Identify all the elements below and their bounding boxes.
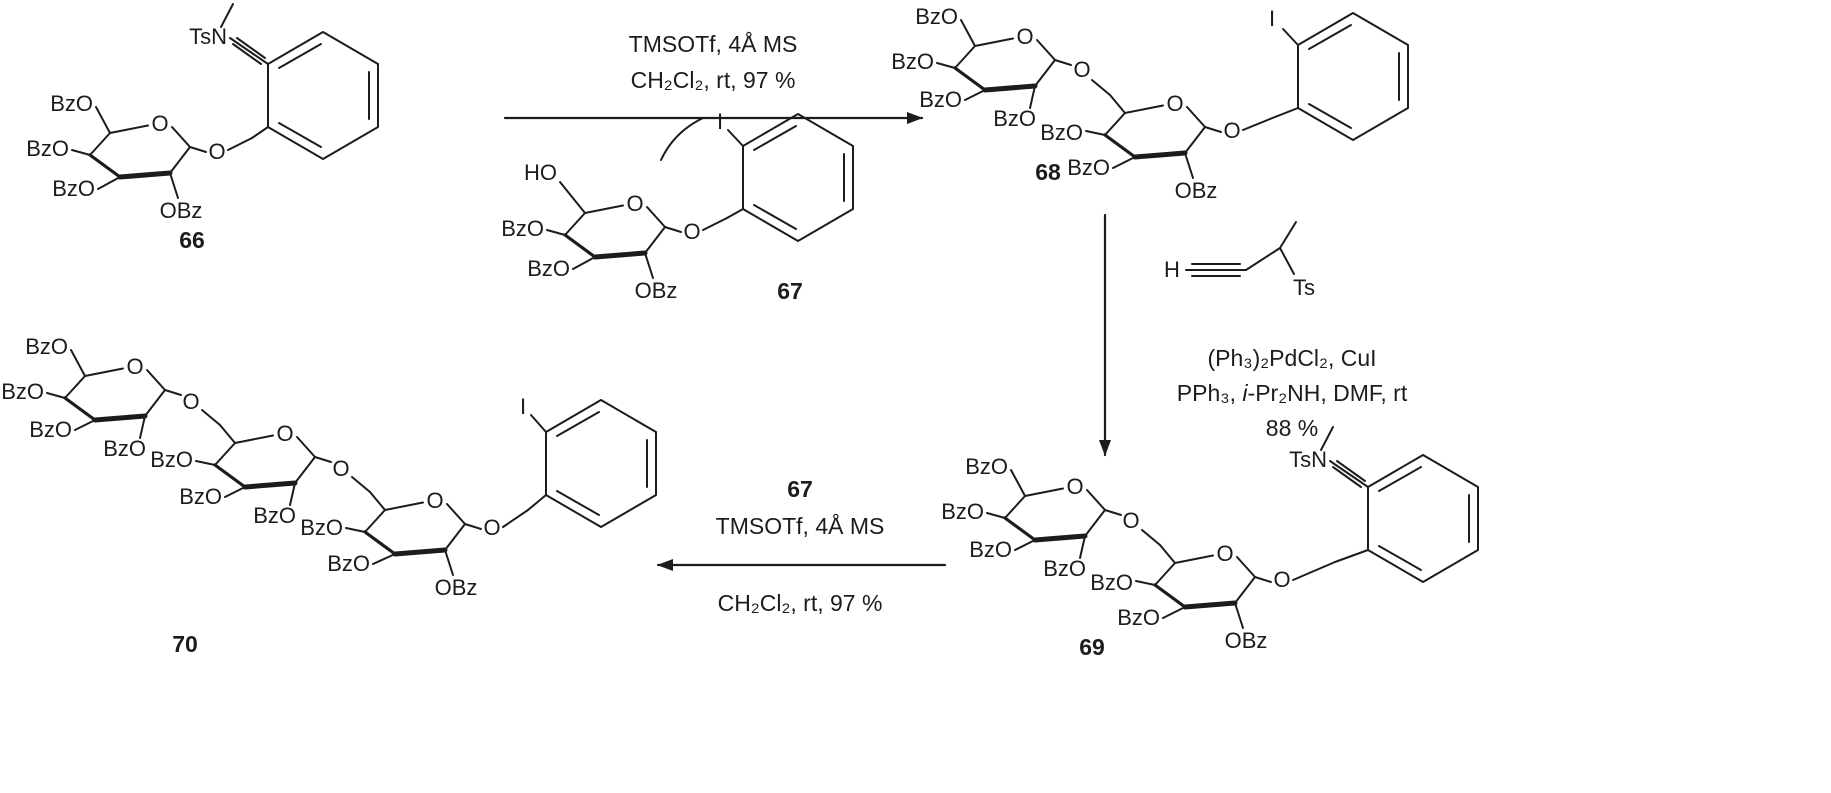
- compound-69-label: 69: [1079, 634, 1105, 660]
- bonds: [71, 3, 269, 199]
- bzo-label: BzO: [50, 91, 93, 116]
- reaction2-conditions-line2: PPh₃, i-Pr₂NH, DMF, rt: [1177, 380, 1408, 406]
- compound-68-label: 68: [1035, 159, 1061, 185]
- bzo-label: BzO: [965, 454, 1008, 479]
- bzo-label: BzO: [919, 87, 962, 112]
- alkyne-h-label: H: [1164, 257, 1180, 282]
- glycosidic-oxygen-label: O: [1073, 57, 1090, 82]
- obz-label: OBz: [635, 278, 678, 303]
- glycosidic-oxygen-label: O: [332, 456, 349, 481]
- bonds: [1185, 221, 1297, 277]
- anomeric-oxygen-label: O: [1223, 118, 1240, 143]
- bzo-label: BzO: [1, 379, 44, 404]
- reaction-2: H Ts (Ph₃)₂PdCl₂, CuI PPh₃, i-Pr₂NH, DMF…: [1099, 213, 1408, 457]
- bonds: [986, 426, 1369, 629]
- reaction3-conditions-line1: TMSOTf, 4Å MS: [716, 512, 885, 539]
- glycosidic-oxygen-label: O: [1122, 508, 1139, 533]
- obz-label: OBz: [435, 575, 478, 600]
- bzo-label: BzO: [941, 499, 984, 524]
- pyranose-ring: [1155, 541, 1255, 607]
- compound-70-label: 70: [172, 631, 198, 657]
- obz-label: OBz: [1175, 178, 1218, 203]
- compound-69: BzO BzO BzO BzO O BzO BzO OBz O TsN 69: [941, 426, 1479, 660]
- bonds: [936, 19, 1299, 179]
- reaction1-conditions-line2: CH₂Cl₂, rt, 97 %: [631, 67, 796, 93]
- iodo-label: I: [1269, 6, 1275, 31]
- compound-66: BzO BzO BzO OBz O TsN 66: [26, 3, 379, 253]
- pyranose-ring: [65, 354, 165, 420]
- pyranose-ring: [565, 191, 665, 257]
- bzo-label: BzO: [25, 334, 68, 359]
- pyranose-ring: [1005, 474, 1105, 540]
- bonds: [546, 129, 744, 279]
- anomeric-oxygen-label: O: [1273, 567, 1290, 592]
- glycosidic-oxygen-label: O: [182, 389, 199, 414]
- benzene-ring: [267, 31, 379, 160]
- cond-text: PPh₃,: [1177, 380, 1243, 406]
- compound-67: HO BzO BzO OBz O I 67: [501, 109, 854, 304]
- benzene-ring: [1297, 12, 1409, 141]
- tosyl-label: Ts: [1293, 275, 1315, 300]
- cond-text-italic: i: [1242, 380, 1248, 406]
- bzo-label: BzO: [993, 106, 1036, 131]
- obz-label: OBz: [160, 198, 203, 223]
- bzo-label: BzO: [891, 49, 934, 74]
- bzo-label: BzO: [52, 176, 95, 201]
- bzo-label: BzO: [179, 484, 222, 509]
- benzene-ring: [545, 399, 657, 528]
- bzo-label: BzO: [1090, 570, 1133, 595]
- anomeric-oxygen-label: O: [208, 139, 225, 164]
- reaction-1: TMSOTf, 4Å MS CH₂Cl₂, rt, 97 %: [503, 30, 924, 161]
- reaction3-conditions-line2: CH₂Cl₂, rt, 97 %: [718, 590, 883, 616]
- bzo-label: BzO: [26, 136, 69, 161]
- bzo-label: BzO: [103, 436, 146, 461]
- bzo-label: BzO: [300, 515, 343, 540]
- bzo-label: BzO: [501, 216, 544, 241]
- pyranose-ring: [90, 111, 190, 177]
- bzo-label: BzO: [327, 551, 370, 576]
- reaction2-yield: 88 %: [1266, 415, 1318, 441]
- compound-70: BzO BzO BzO BzO O BzO BzO BzO O BzO BzO …: [1, 334, 657, 657]
- pyranose-ring: [1105, 91, 1205, 157]
- compound-67-label: 67: [777, 278, 803, 304]
- anomeric-oxygen-label: O: [683, 219, 700, 244]
- ts-amide-label: TsN: [1289, 447, 1327, 472]
- bzo-label: BzO: [253, 503, 296, 528]
- compound-66-label: 66: [179, 227, 205, 253]
- bzo-label: BzO: [29, 417, 72, 442]
- hydroxyl-label: HO: [524, 160, 557, 185]
- pyranose-ring: [365, 488, 465, 554]
- reaction-3: 67 TMSOTf, 4Å MS CH₂Cl₂, rt, 97 %: [656, 476, 947, 616]
- reaction2-conditions-line1: (Ph₃)₂PdCl₂, CuI: [1207, 345, 1376, 371]
- obz-label: OBz: [1225, 628, 1268, 653]
- bzo-label: BzO: [150, 447, 193, 472]
- reaction1-conditions-line1: TMSOTf, 4Å MS: [629, 30, 798, 57]
- bzo-label: BzO: [969, 537, 1012, 562]
- bonds: [46, 349, 547, 576]
- bzo-label: BzO: [1117, 605, 1160, 630]
- iodo-label: I: [520, 394, 526, 419]
- benzene-ring: [742, 113, 854, 242]
- cond-text: -Pr₂NH, DMF, rt: [1248, 380, 1408, 406]
- pyranose-ring: [955, 24, 1055, 90]
- bzo-label: BzO: [1067, 155, 1110, 180]
- bzo-label: BzO: [915, 4, 958, 29]
- reagent-feed-curve: [660, 117, 704, 161]
- benzene-ring: [1367, 454, 1479, 583]
- anomeric-oxygen-label: O: [483, 515, 500, 540]
- bzo-label: BzO: [527, 256, 570, 281]
- bzo-label: BzO: [1043, 556, 1086, 581]
- iodo-label: I: [717, 109, 723, 134]
- reaction3-reagent-label: 67: [787, 476, 813, 502]
- reagent-butynyl-sulfone: H Ts: [1164, 221, 1315, 300]
- compound-68: BzO BzO BzO BzO O BzO BzO OBz O I 68: [891, 4, 1409, 203]
- bzo-label: BzO: [1040, 120, 1083, 145]
- pyranose-ring: [215, 421, 315, 487]
- ts-amide-label: TsN: [189, 24, 227, 49]
